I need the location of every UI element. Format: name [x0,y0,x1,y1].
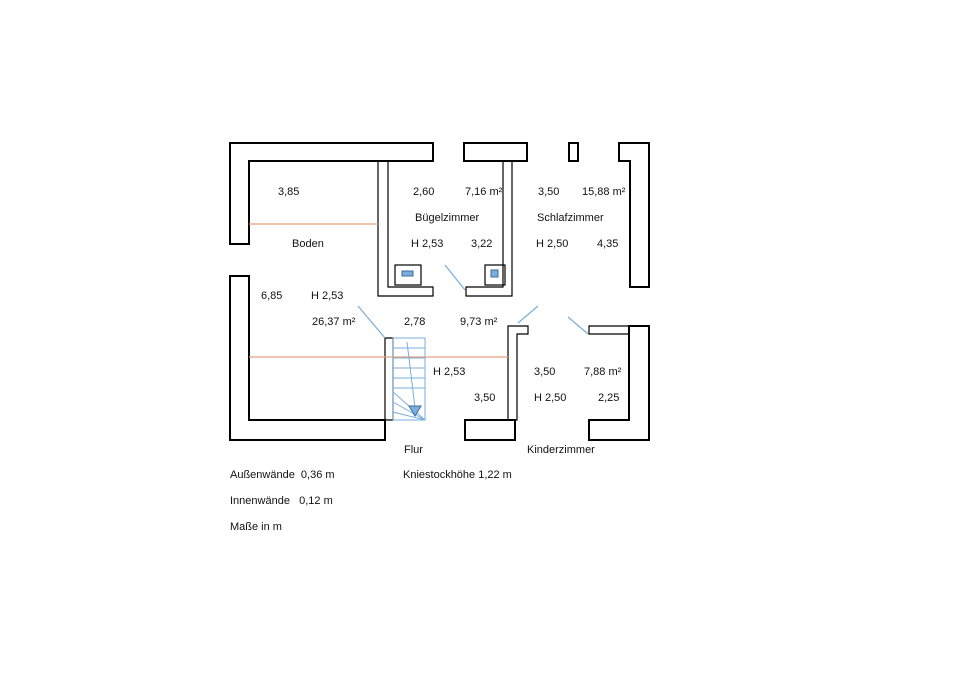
kinder-height: H 2,50 [534,392,566,404]
inner-walls [377,160,630,421]
kinder-area: 7,88 m² [584,366,622,378]
kniestock-lines [249,223,508,358]
flur-depth: 3,50 [474,392,495,404]
flur-area: 9,73 m² [460,316,498,328]
vent-icon [490,269,499,278]
inner-wall-buegel-schlaf [465,160,513,297]
flur-height: H 2,53 [433,366,465,378]
schlaf-width: 3,50 [538,186,559,198]
schlaf-depth: 4,35 [597,238,618,250]
kniestock-note: Kniestockhöhe 1,22 m [403,469,512,481]
kinder-name: Kinderzimmer [527,444,595,456]
schlaf-height: H 2,50 [536,238,568,250]
legend-units: Maße in m [230,521,282,533]
schlaf-name: Schlafzimmer [537,212,604,224]
door-buegelzimmer [444,264,466,291]
outer-wall-bottom-left [229,275,386,441]
inner-wall-stair-post [384,337,394,421]
inner-wall-boden-buegel [377,160,434,297]
stair-winder [392,411,426,421]
outer-wall-top-right [618,142,650,288]
kinder-width: 3,50 [534,366,555,378]
outer-wall-chimney-block [568,142,579,162]
outer-wall-bottom-middle [464,419,516,441]
door-schlafzimmer [517,305,539,324]
outer-walls [229,142,650,441]
boden-height: H 2,53 [311,290,343,302]
flur-width: 2,78 [404,316,425,328]
boden-name: Boden [292,238,324,250]
boden-width: 3,85 [278,186,299,198]
boden-depth: 6,85 [261,290,282,302]
buegel-depth: 3,22 [471,238,492,250]
stair-direction-line [406,341,416,409]
stair-winder [392,401,426,421]
door-boden [357,305,386,339]
door-kinderzimmer [567,316,589,335]
vent-box-left [394,264,422,286]
staircase [392,337,426,421]
schlaf-area: 15,88 m² [582,186,626,198]
outer-wall-top-left [229,142,434,245]
buegel-name: Bügelzimmer [415,212,480,224]
buegel-width: 2,60 [413,186,434,198]
vents [394,264,506,286]
vent-icon [401,270,414,277]
inner-wall-kinder-right [588,325,630,335]
vent-box-right [484,264,506,286]
stair-arrow-icon [408,405,422,417]
outer-wall-top-middle [463,142,528,162]
doors [357,264,589,339]
inner-wall-flur-kinder [507,325,529,421]
buegel-area: 7,16 m² [465,186,503,198]
kinder-depth: 2,25 [598,392,619,404]
boden-area: 26,37 m² [312,316,356,328]
flur-name: Flur [404,444,423,456]
legend-outer-walls: Außenwände 0,36 m [230,469,335,481]
outer-wall-right-lower [588,325,650,441]
buegel-height: H 2,53 [411,238,443,250]
legend-inner-walls: Innenwände 0,12 m [230,495,333,507]
